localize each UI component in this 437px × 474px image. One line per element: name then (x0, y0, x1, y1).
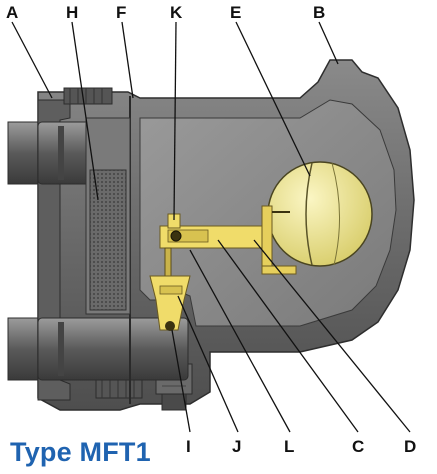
label-e: E (230, 3, 241, 22)
lever-mechanism (159, 205, 297, 275)
callout-labels: A H F K E B I J L C D (6, 3, 416, 456)
diagram-title: Type MFT1 (10, 437, 151, 467)
label-a: A (6, 3, 18, 22)
label-d: D (404, 437, 416, 456)
leader-lines (11, 21, 411, 433)
label-c: C (352, 437, 364, 456)
label-b: B (313, 3, 325, 22)
label-j: J (232, 437, 241, 456)
label-l: L (284, 437, 294, 456)
valve-seat (149, 247, 191, 331)
label-i: I (186, 437, 191, 456)
label-k: K (170, 3, 183, 22)
strainer-screen (85, 117, 131, 315)
float-ball (267, 161, 373, 267)
label-h: H (66, 3, 78, 22)
outlet-passage (37, 317, 189, 381)
label-f: F (116, 3, 126, 22)
